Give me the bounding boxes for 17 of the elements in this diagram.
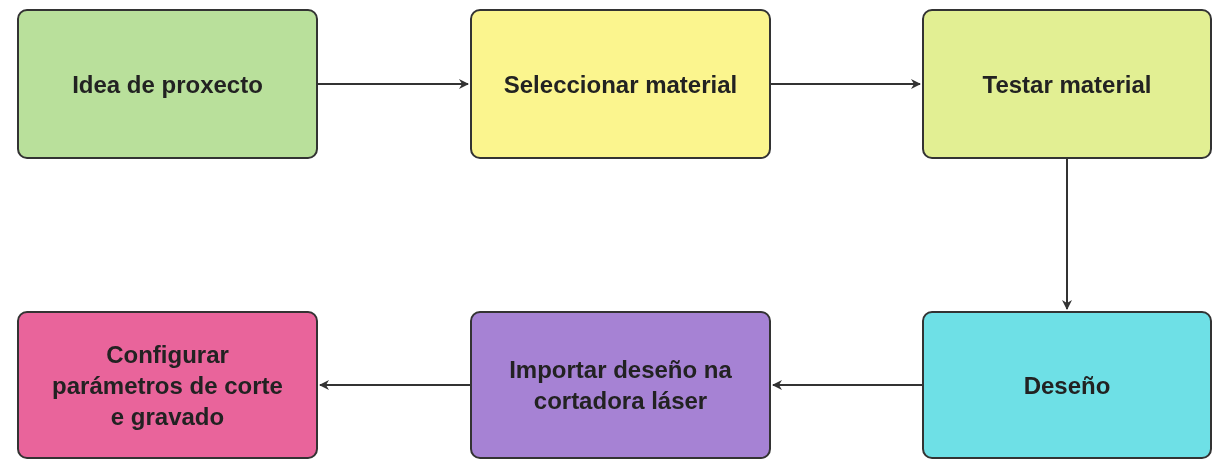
process-box <box>470 311 771 459</box>
box-label: Importar deseño na cortadora láser <box>508 355 733 416</box>
process-box <box>17 9 318 159</box>
process-box <box>470 9 771 159</box>
box-label: Seleccionar material <box>503 69 738 100</box>
arrow <box>1062 158 1072 310</box>
process-box <box>922 9 1212 159</box>
arrow <box>770 79 921 89</box>
process-box <box>17 311 318 459</box>
box-label: Configurar parámetros de corte e gravado <box>51 339 284 432</box>
process-box <box>922 311 1212 459</box>
arrow <box>772 380 923 390</box>
box-label: Testar material <box>982 69 1152 100</box>
arrow <box>317 79 469 89</box>
box-label: Deseño <box>1023 370 1111 401</box>
arrow <box>319 380 471 390</box>
box-label: Idea de proxecto <box>72 69 263 100</box>
